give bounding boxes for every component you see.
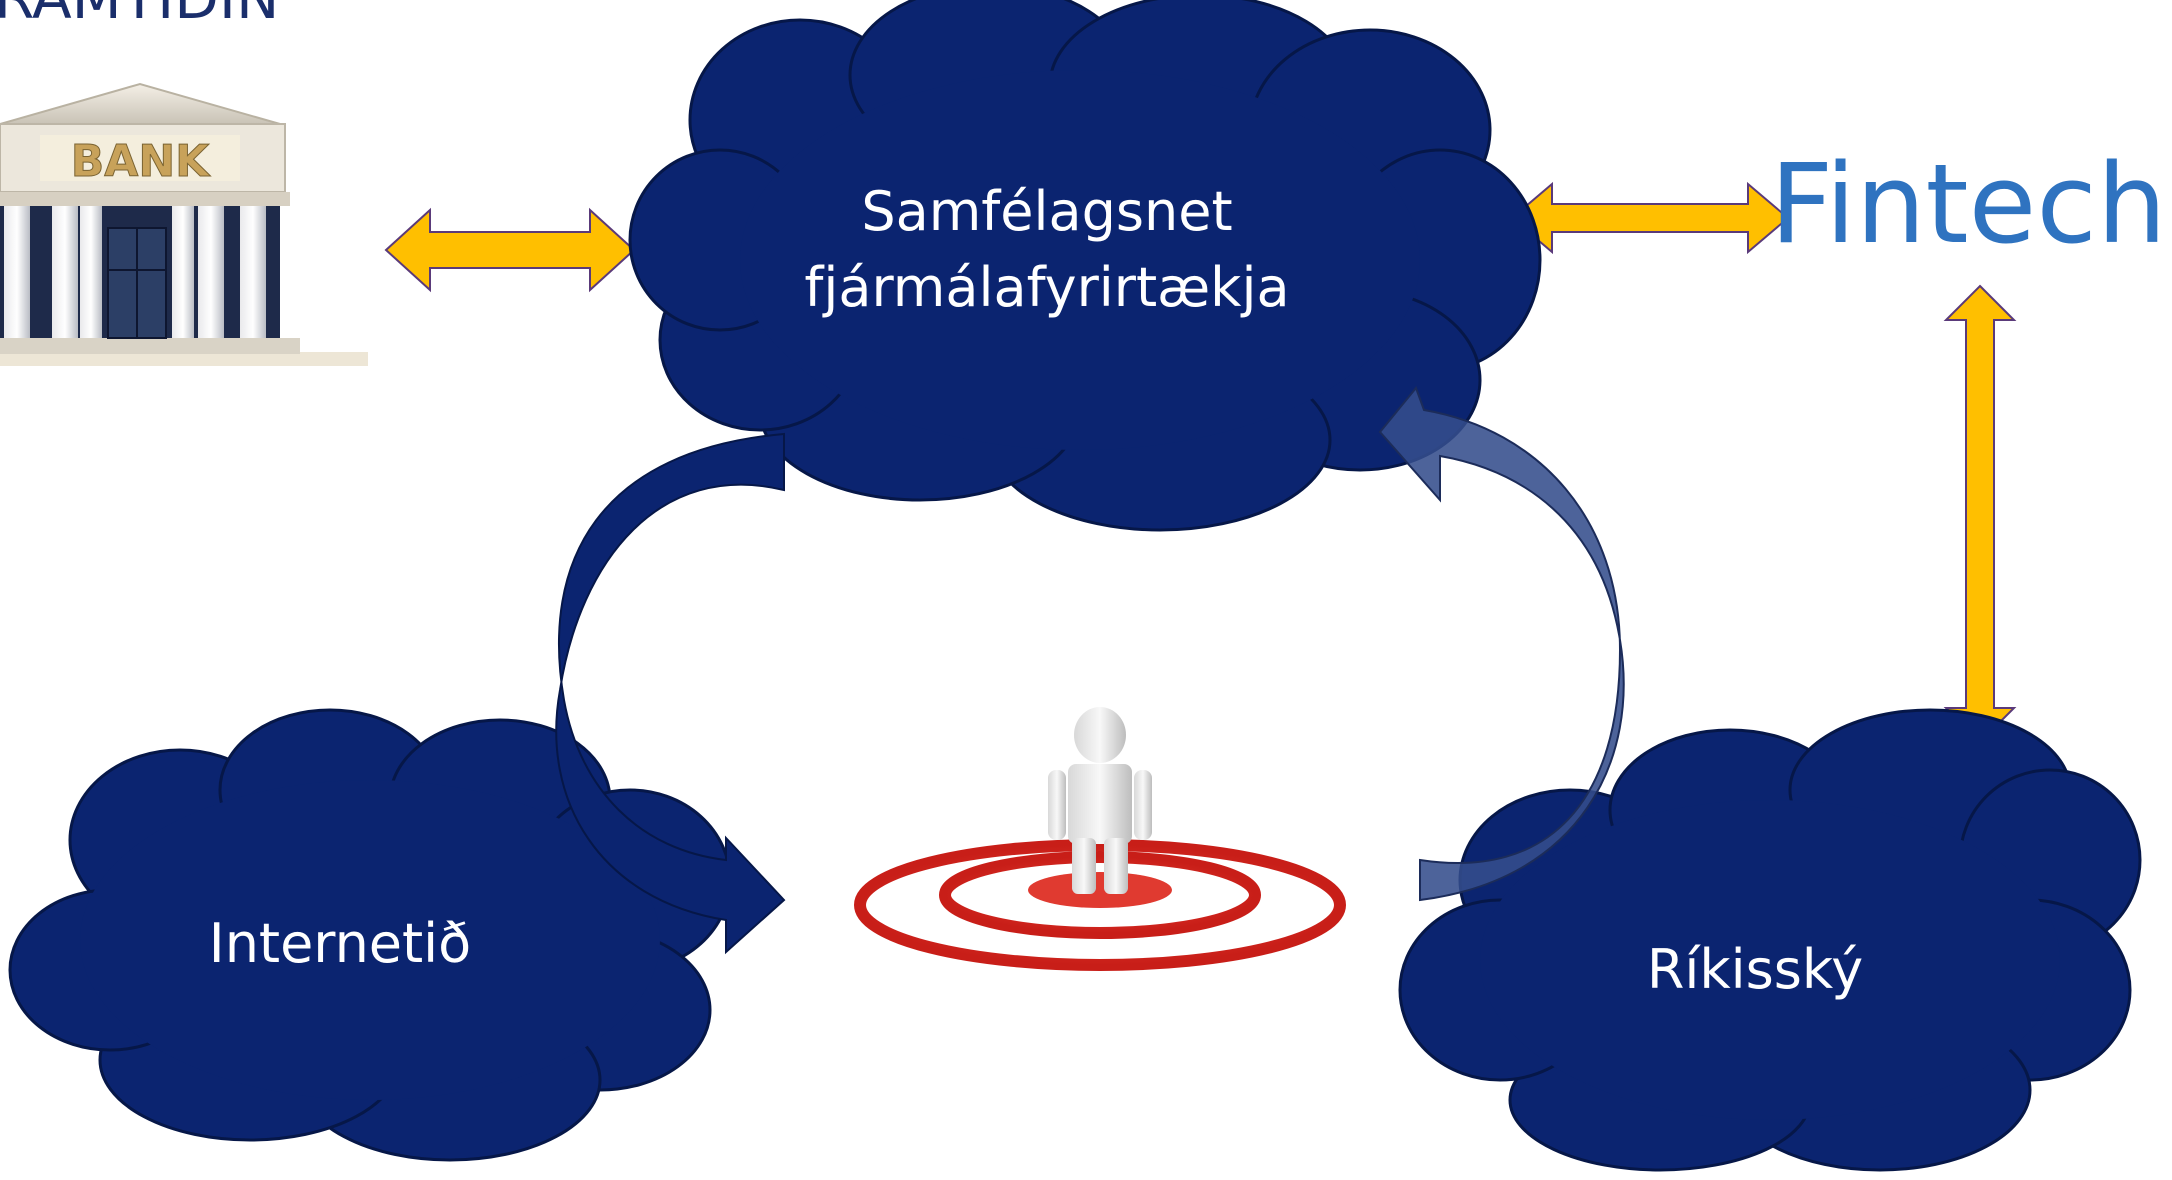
cloud-top-label-line2: fjármálafyrirtækja <box>804 256 1289 319</box>
person-on-target-icon <box>854 707 1346 971</box>
double-arrow-fintech-cloud <box>1943 284 2017 744</box>
cloud-top-label-line1: Samfélagsnet <box>861 180 1232 243</box>
cloud-right <box>1398 708 2142 1172</box>
bank-sign-text: BANK <box>71 136 211 187</box>
bank-building-icon: BANK <box>0 82 368 366</box>
page-heading: RAMTIDIN <box>0 0 279 32</box>
cloud-left <box>8 708 732 1162</box>
cloud-right-label: Ríkisský <box>1647 938 1863 1001</box>
fintech-label: Fintech <box>1770 140 2167 268</box>
double-arrow-cloud-fintech <box>1510 181 1790 255</box>
curved-arrow-left <box>555 432 786 955</box>
cloud-left-label: Internetið <box>209 912 471 975</box>
curved-arrow-right <box>1378 386 1625 902</box>
cloud-top <box>628 0 1542 532</box>
double-arrow-bank-cloud <box>384 207 636 293</box>
